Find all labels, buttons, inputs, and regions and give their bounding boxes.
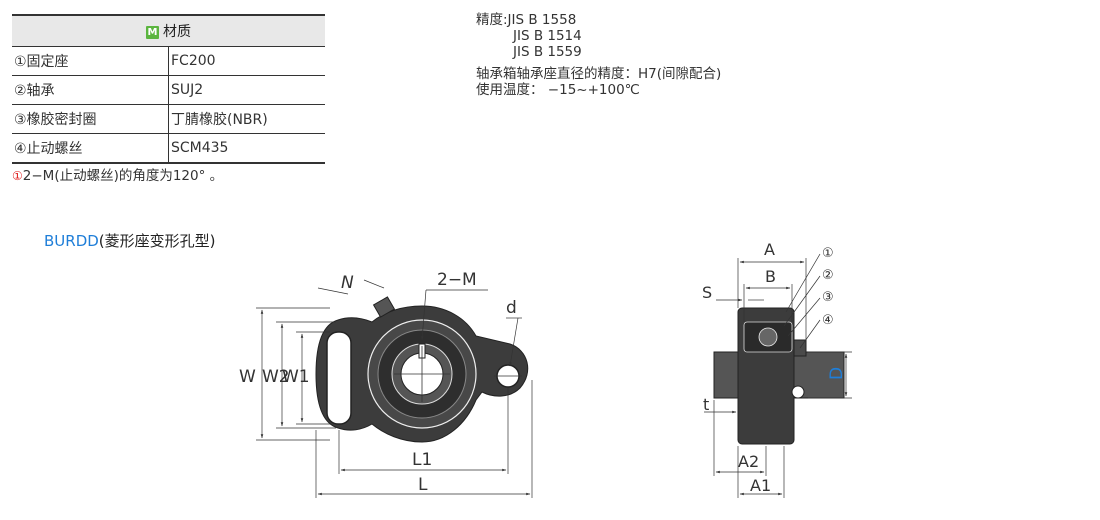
- callout-1: ①: [822, 246, 834, 261]
- spec-temperature: 使用温度： −15~+100℃: [476, 82, 640, 98]
- part-cell: ②轴承: [12, 75, 169, 105]
- part-cell: ④止动螺丝: [12, 133, 169, 164]
- side-view-drawing: A B S t A2 A1 D ① ② ③ ④: [702, 240, 852, 498]
- spec-precision: 精度:JIS B 1558: [476, 12, 577, 28]
- material-header: M 材质: [12, 14, 325, 47]
- material-cell: FC200: [168, 46, 325, 76]
- part-cell: ③橡胶密封圈: [12, 104, 169, 134]
- material-cell: SUJ2: [168, 75, 325, 105]
- material-title: 材质: [163, 24, 191, 40]
- dim-W2-label: W2: [262, 367, 290, 387]
- product-title: BURDD(菱形座变形孔型): [44, 230, 216, 251]
- dim-M-label: 2−M: [437, 270, 477, 290]
- table-row: ①固定座 FC200: [12, 46, 325, 76]
- dim-t-label: t: [703, 395, 709, 414]
- spec-block: 精度:JIS B 1558 JIS B 1514 JIS B 1559 轴承箱轴…: [476, 12, 721, 98]
- bearing-ball: [758, 327, 778, 347]
- dim-A2-label: A2: [738, 452, 759, 471]
- material-table: M 材质 ①固定座 FC200 ②轴承 SUJ2 ③橡胶密封圈 丁腈橡胶(NBR)…: [12, 14, 325, 164]
- spec-housing-precision: 轴承箱轴承座直径的精度：H7(间隙配合): [476, 66, 722, 82]
- angle-note: ①2−M(止动螺丝)的角度为120° 。: [12, 164, 223, 184]
- side-dimension-lines: [704, 253, 852, 498]
- material-table-header: M 材质: [12, 14, 325, 47]
- dim-A1-label: A1: [750, 476, 771, 495]
- dimension-lines: [256, 279, 533, 498]
- warning-icon: ①: [12, 169, 23, 183]
- dim-B-label: B: [765, 267, 776, 286]
- dim-W-label: W: [239, 367, 256, 387]
- angle-note-text: 2−M(止动螺丝)的角度为120° 。: [22, 168, 224, 184]
- callout-2: ②: [822, 268, 834, 283]
- table-row: ④止动螺丝 SCM435: [12, 133, 325, 164]
- front-view-drawing: W W2 W1 N 2−M d L1 L: [239, 270, 533, 498]
- material-badge-icon: M: [146, 26, 159, 39]
- table-row: ②轴承 SUJ2: [12, 75, 325, 105]
- callout-3: ③: [822, 290, 834, 305]
- spec-standard-3: JIS B 1559: [513, 44, 582, 60]
- dim-L1-label: L1: [412, 450, 432, 470]
- table-row: ③橡胶密封圈 丁腈橡胶(NBR): [12, 104, 325, 134]
- side-hole: [791, 385, 805, 399]
- dim-W1-label: W1: [282, 367, 310, 387]
- material-cell: SCM435: [168, 133, 325, 164]
- product-name: (菱形座变形孔型): [98, 232, 216, 250]
- callout-4: ④: [822, 313, 834, 328]
- dim-d-label: d: [506, 298, 517, 318]
- center-lines: [394, 346, 522, 402]
- grease-nipple-icon: [372, 296, 396, 318]
- spec-standard-2: JIS B 1514: [513, 28, 582, 44]
- deformed-hole: [326, 331, 352, 425]
- dim-L-label: L: [418, 475, 428, 495]
- dim-D-label: D: [827, 367, 847, 380]
- material-cell: 丁腈橡胶(NBR): [168, 104, 325, 134]
- product-code: BURDD: [44, 232, 99, 250]
- part-cell: ①固定座: [12, 46, 169, 76]
- dim-S-label: S: [702, 283, 712, 302]
- dim-A-label: A: [764, 240, 775, 259]
- dim-N-label: N: [341, 273, 354, 293]
